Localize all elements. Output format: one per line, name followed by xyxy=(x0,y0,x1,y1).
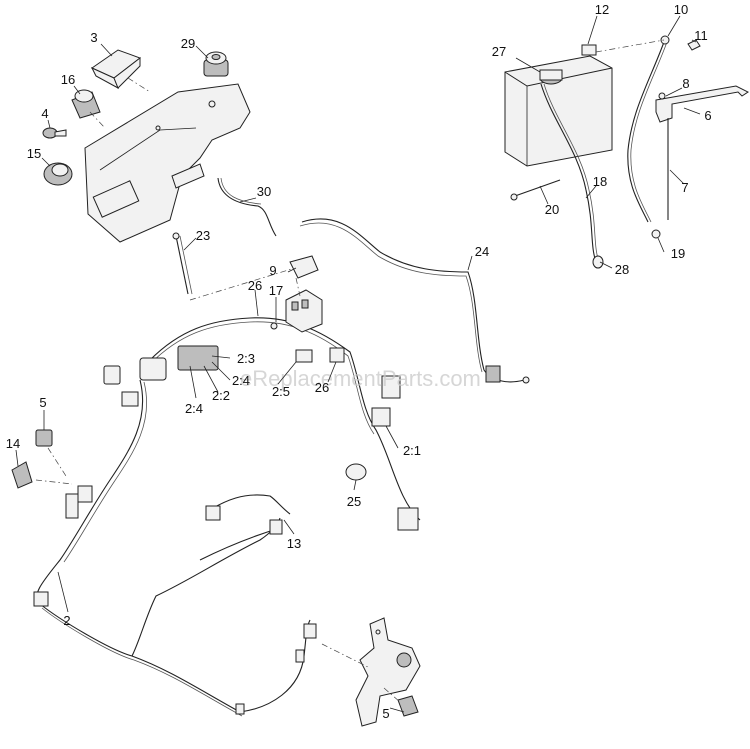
callout-14: 14 xyxy=(6,436,20,451)
screw-17 xyxy=(270,322,278,330)
callout-8: 8 xyxy=(682,76,689,91)
callout-29: 29 xyxy=(181,36,195,51)
callout-2-5: 2:5 xyxy=(272,384,290,399)
callout-2-1: 2:1 xyxy=(403,443,421,458)
callout-25: 25 xyxy=(347,494,361,509)
callout-19: 19 xyxy=(671,246,685,261)
nut-8 xyxy=(658,92,666,100)
callout-2: 2 xyxy=(63,613,70,628)
ignition-switch xyxy=(203,51,229,77)
callout-11: 11 xyxy=(694,28,708,43)
callout-30: 30 xyxy=(257,184,271,199)
battery-cable-positive xyxy=(627,35,670,223)
battery xyxy=(504,44,613,167)
callout-2-4-right: 2:4 xyxy=(232,373,250,388)
callout-18: 18 xyxy=(593,174,607,189)
callout-26-top: 26 xyxy=(248,278,262,293)
wire-23 xyxy=(172,232,193,295)
watermark: eReplacementParts.com xyxy=(240,366,481,391)
callouts: 12 10 11 27 8 6 7 18 20 19 28 3 29 16 4 … xyxy=(6,2,712,721)
callout-2-3: 2:3 xyxy=(237,351,255,366)
callout-4: 4 xyxy=(41,106,48,121)
switch-5-top xyxy=(35,429,53,447)
callout-10: 10 xyxy=(674,2,688,17)
callout-2-4-left: 2:4 xyxy=(185,401,203,416)
callout-24: 24 xyxy=(475,244,489,259)
callout-5-bottom: 5 xyxy=(382,706,389,721)
leader-lines xyxy=(15,15,701,713)
callout-23: 23 xyxy=(196,228,210,243)
seat-switch-14 xyxy=(11,461,33,489)
callout-20: 20 xyxy=(545,202,559,217)
callout-9: 9 xyxy=(269,263,276,278)
wire-harness-30 xyxy=(217,177,277,237)
battery-hold-down-rod xyxy=(510,179,561,201)
control-panel xyxy=(84,83,251,243)
battery-bracket xyxy=(655,85,749,220)
relay xyxy=(289,255,319,279)
screw-11 xyxy=(687,39,701,51)
callout-16: 16 xyxy=(61,72,75,87)
throttle-cap xyxy=(43,162,73,186)
callout-7: 7 xyxy=(681,180,688,195)
callout-28: 28 xyxy=(615,262,629,277)
callout-26-bottom: 26 xyxy=(315,380,329,395)
fuse-block xyxy=(285,289,323,333)
callout-3: 3 xyxy=(90,30,97,45)
switch-5-bottom xyxy=(397,695,419,717)
callout-6: 6 xyxy=(704,108,711,123)
callout-27: 27 xyxy=(492,44,506,59)
key xyxy=(42,127,67,139)
callout-13: 13 xyxy=(287,536,301,551)
callout-15: 15 xyxy=(27,146,41,161)
hour-meter xyxy=(90,49,142,90)
connectors xyxy=(33,345,419,715)
callout-2-2: 2:2 xyxy=(212,388,230,403)
callout-12: 12 xyxy=(595,2,609,17)
callout-17: 17 xyxy=(269,283,283,298)
brake-bracket xyxy=(355,617,421,727)
callout-5-top: 5 xyxy=(39,395,46,410)
washer-19 xyxy=(651,229,661,239)
pto-switch xyxy=(71,89,101,119)
battery-cable-negative xyxy=(540,83,604,269)
